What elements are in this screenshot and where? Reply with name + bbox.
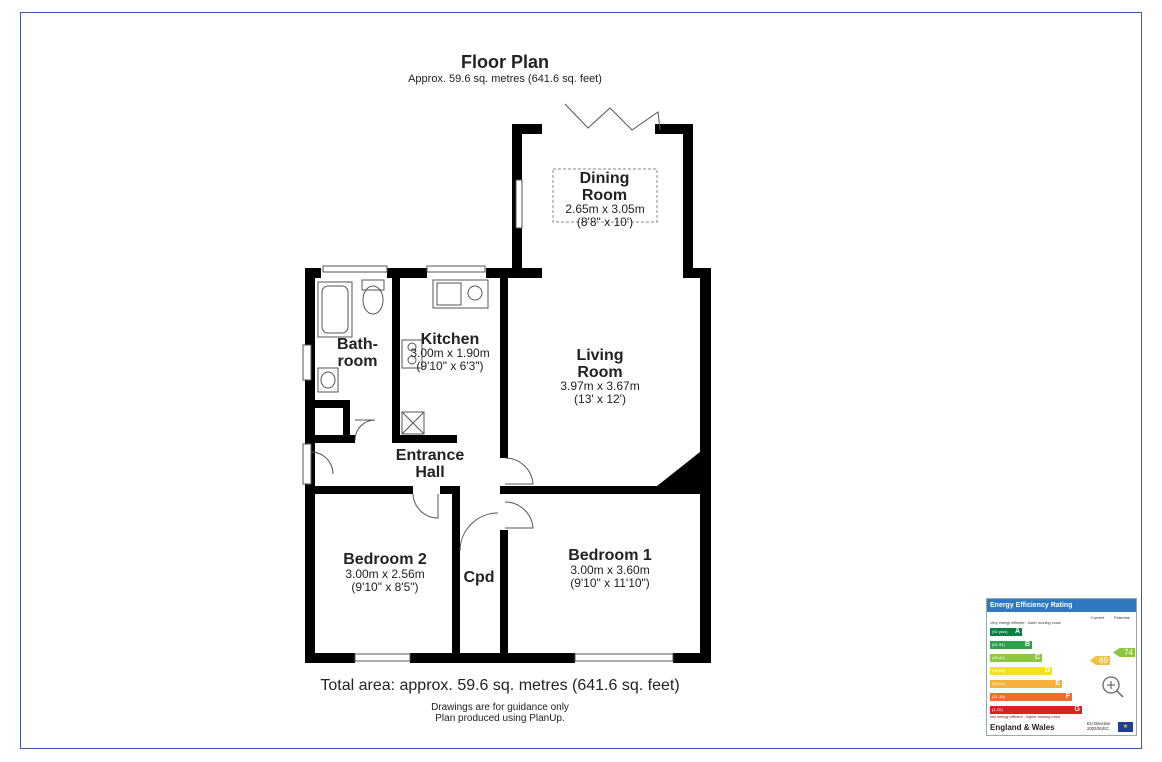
band-a-letter: A: [1014, 628, 1020, 635]
hall-name-line1: Entrance: [395, 447, 465, 464]
dining-dim-metric: 2.65m x 3.05m: [565, 202, 645, 216]
energy-efficiency-chart[interactable]: Energy Efficiency Rating Current Potenti…: [986, 598, 1137, 736]
epc-directive-line2: 2002/91/EC: [1087, 726, 1110, 731]
kitchen-dimensions: 3.00m x 1.90m (9'10" x 6'3"): [395, 347, 505, 373]
guidance-note: Drawings are for guidance only: [431, 702, 569, 713]
band-g-range: (1-20): [992, 707, 1003, 712]
band-d-letter: D: [1044, 667, 1050, 674]
epc-band-g: (1-20) G: [990, 706, 1082, 714]
band-d-range: (55-68): [992, 668, 1005, 673]
kitchen-dim-imperial: (9'10" x 6'3"): [416, 359, 484, 373]
epc-directive: EU Directive 2002/91/EC: [1087, 721, 1110, 731]
room-name-bathroom: Bath- room: [320, 336, 395, 370]
living-name-line1: Living: [576, 347, 624, 364]
dining-name-line1: Dining: [579, 170, 630, 187]
fixtures: [302, 103, 674, 662]
epc-bottom-note: Not energy efficient - higher running co…: [990, 715, 1061, 719]
room-name-kitchen: Kitchen: [420, 331, 480, 348]
dining-dimensions: 2.65m x 3.05m (8'8" x 10'): [535, 203, 675, 229]
zoom-in-button[interactable]: [1094, 668, 1132, 706]
bedroom2-dimensions: 3.00m x 2.56m (9'10" x 8'5"): [320, 568, 450, 594]
room-name-bedroom1: Bedroom 1: [568, 547, 652, 564]
living-dim-imperial: (13' x 12'): [574, 392, 626, 406]
bathroom-name-line2: room: [337, 353, 378, 370]
plan-subtitle: Approx. 59.6 sq. metres (641.6 sq. feet): [408, 73, 602, 85]
room-name-bedroom2: Bedroom 2: [343, 551, 427, 568]
epc-col-potential: Potential: [1114, 615, 1130, 620]
bathroom-name-line1: Bath-: [337, 336, 378, 353]
living-dim-metric: 3.97m x 3.67m: [560, 379, 640, 393]
hall-name-line2: Hall: [415, 464, 445, 481]
band-c-letter: C: [1034, 654, 1040, 661]
bedroom1-dim-imperial: (9'10" x 11'10"): [570, 576, 650, 590]
bedroom1-dimensions: 3.00m x 3.60m (9'10" x 11'10"): [535, 564, 685, 590]
epc-title: Energy Efficiency Rating: [987, 599, 1136, 612]
band-b-letter: B: [1024, 641, 1030, 648]
band-e-letter: E: [1055, 680, 1060, 687]
living-name-line2: Room: [577, 364, 623, 381]
epc-band-a: (92 plus) A: [990, 628, 1022, 636]
epc-country: England & Wales: [990, 723, 1055, 732]
band-g-letter: G: [1074, 706, 1080, 713]
epc-band-b: (81-91) B: [990, 641, 1032, 649]
bedroom1-dim-metric: 3.00m x 3.60m: [570, 563, 650, 577]
room-name-dining: Dining Room: [552, 170, 657, 204]
zoom-in-icon: [1102, 676, 1124, 698]
room-name-living: Living Room: [545, 347, 655, 381]
room-name-hall: Entrance Hall: [380, 447, 480, 481]
epc-band-d: (55-68) D: [990, 667, 1052, 675]
epc-directive-line1: EU Directive: [1087, 721, 1111, 726]
epc-col-current: Current: [1091, 615, 1105, 620]
band-c-range: (69-80): [992, 655, 1005, 660]
band-a-range: (92 plus): [992, 629, 1008, 634]
epc-band-e: (39-54) E: [990, 680, 1062, 688]
eu-flag-icon: ★: [1118, 722, 1133, 732]
bedroom2-dim-imperial: (9'10" x 8'5"): [351, 580, 419, 594]
planup-credit: Plan produced using PlanUp.: [435, 713, 565, 724]
epc-current-rating: 69: [1090, 656, 1110, 665]
epc-band-f: (21-38) F: [990, 693, 1072, 701]
dining-name-line2: Room: [581, 187, 628, 204]
epc-potential-rating: 74: [1113, 648, 1135, 657]
band-f-range: (21-38): [992, 694, 1005, 699]
epc-band-c: (69-80) C: [990, 654, 1042, 662]
dining-dim-imperial: (8'8" x 10'): [576, 215, 634, 229]
band-f-letter: F: [1065, 693, 1070, 700]
epc-top-note: Very energy efficient - lower running co…: [990, 621, 1061, 625]
band-e-range: (39-54): [992, 681, 1005, 686]
kitchen-dim-metric: 3.00m x 1.90m: [410, 346, 490, 360]
total-area: Total area: approx. 59.6 sq. metres (641…: [320, 677, 680, 694]
living-dimensions: 3.97m x 3.67m (13' x 12'): [530, 380, 670, 406]
bedroom2-dim-metric: 3.00m x 2.56m: [345, 567, 425, 581]
band-b-range: (81-91): [992, 642, 1005, 647]
room-name-cupboard: Cpd: [463, 569, 495, 586]
plan-title: Floor Plan: [460, 52, 549, 72]
page-border: [20, 12, 1142, 749]
